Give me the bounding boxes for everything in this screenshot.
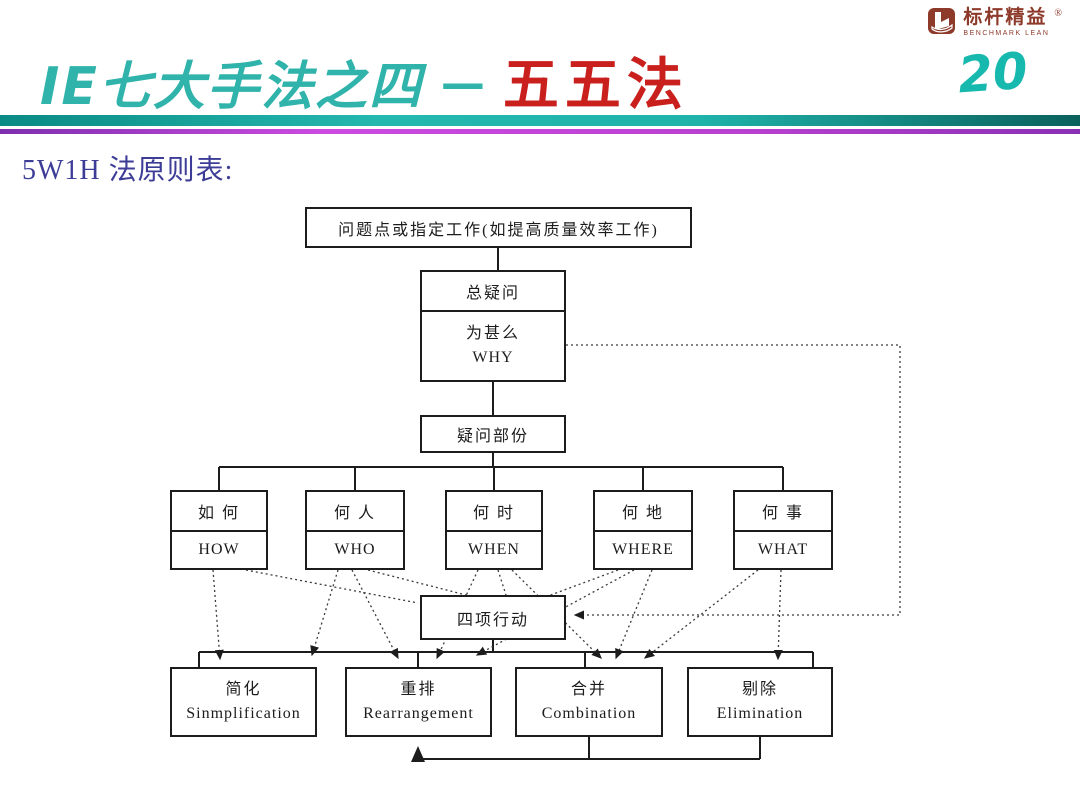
w-box-how-zh: 如 何 <box>172 492 266 532</box>
why-box-en: WHY <box>472 349 514 366</box>
action-box-combination-body: 合并 Combination <box>517 669 661 735</box>
problem-box-label: 问题点或指定工作(如提高质量效率工作) <box>338 221 659 239</box>
action-box-simplification: 简化 Sinmplification <box>170 667 317 737</box>
registered-mark: ® <box>1054 8 1062 19</box>
question-part-label: 疑问部份 <box>456 428 529 445</box>
w-box-who-zh: 何 人 <box>307 492 403 532</box>
title-main: IE七大手法之四 <box>40 57 423 117</box>
section-subtitle: 5W1H 法原则表: <box>22 155 234 186</box>
w-box-how-en: HOW <box>198 541 240 558</box>
w-box-what-zh: 何 事 <box>735 492 831 532</box>
action-simplification-en: Sinmplification <box>186 705 301 722</box>
action-elimination-zh: 剔除 <box>741 681 778 698</box>
title-accent: 五五法 <box>502 55 689 117</box>
divider-bar-teal <box>0 115 1080 126</box>
w-box-who-en: WHO <box>334 541 376 558</box>
action-combination-zh: 合并 <box>570 681 607 698</box>
action-elimination-en: Elimination <box>716 705 804 722</box>
w-box-who: 何 人 WHO <box>305 490 405 570</box>
w-box-what: 何 事 WHAT <box>733 490 833 570</box>
action-box-rearrangement: 重排 Rearrangement <box>345 667 492 737</box>
w-box-how: 如 何 HOW <box>170 490 268 570</box>
problem-box: 问题点或指定工作(如提高质量效率工作) <box>305 207 692 248</box>
action-rearrangement-en: Rearrangement <box>363 705 474 722</box>
action-box-simplification-body: 简化 Sinmplification <box>172 669 315 735</box>
solid-connectors <box>198 248 814 762</box>
w-box-what-en: WHAT <box>757 541 809 558</box>
why-box-body: 为甚么 WHY <box>422 312 564 380</box>
w-box-when-en: WHEN <box>468 541 520 558</box>
w-box-where-zh: 何 地 <box>595 492 691 532</box>
question-part-box: 疑问部份 <box>420 415 566 453</box>
action-box-rearrangement-body: 重排 Rearrangement <box>347 669 490 735</box>
action-rearrangement-zh: 重排 <box>400 681 437 698</box>
action-box-combination: 合并 Combination <box>515 667 663 737</box>
action-combination-en: Combination <box>541 705 637 722</box>
action-box-elimination-body: 剔除 Elimination <box>689 669 831 735</box>
logo-zh: 标杆精益 <box>963 7 1048 28</box>
logo-en: BENCHMARK LEAN <box>963 30 1050 37</box>
logo-text: 标杆精益 BENCHMARK LEAN <box>963 8 1049 37</box>
dotted-connectors <box>212 344 901 661</box>
w-box-when: 何 时 WHEN <box>445 490 543 570</box>
why-box: 总疑问 为甚么 WHY <box>420 270 566 382</box>
benchmark-lean-logo-icon <box>928 8 956 34</box>
why-box-zh: 为甚么 <box>465 325 520 342</box>
w-box-where: 何 地 WHERE <box>593 490 693 570</box>
benchmark-lean-logo: 标杆精益 BENCHMARK LEAN ® <box>928 8 1062 37</box>
action-box-elimination: 剔除 Elimination <box>687 667 833 737</box>
divider-bar-purple <box>0 129 1080 134</box>
action-simplification-zh: 简化 <box>225 681 262 698</box>
four-actions-label: 四项行动 <box>456 611 529 629</box>
slide-title: IE七大手法之四 — 五五法 <box>40 40 940 117</box>
w-box-when-zh: 何 时 <box>447 492 541 532</box>
w-box-where-en: WHERE <box>612 541 674 558</box>
why-box-title: 总疑问 <box>422 272 564 312</box>
title-dash: — <box>440 58 485 109</box>
four-actions-box: 四项行动 <box>420 595 566 640</box>
